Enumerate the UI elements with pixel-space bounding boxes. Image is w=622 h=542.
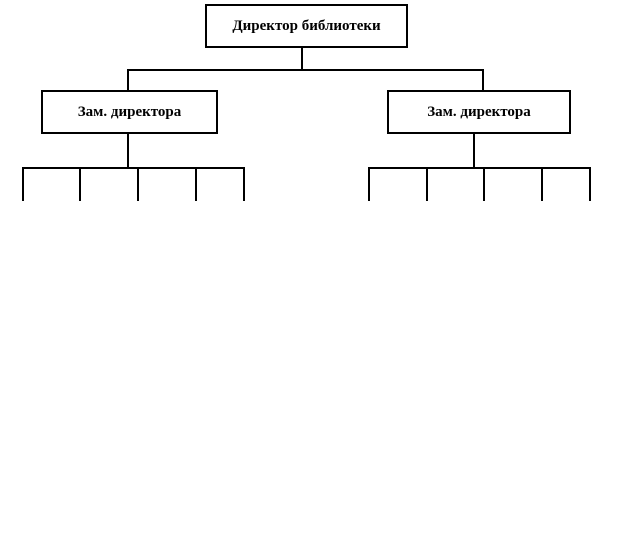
director-label: Директор библиотеки <box>232 17 381 34</box>
deputy-director-node-left: Зам. директора <box>41 90 218 134</box>
deputy-director-node-right: Зам. директора <box>387 90 571 134</box>
deputy-director-label: Зам. директора <box>77 103 182 120</box>
deputy-director-label: Зам. директора <box>427 103 531 120</box>
director-node: Директор библиотеки <box>205 4 408 48</box>
